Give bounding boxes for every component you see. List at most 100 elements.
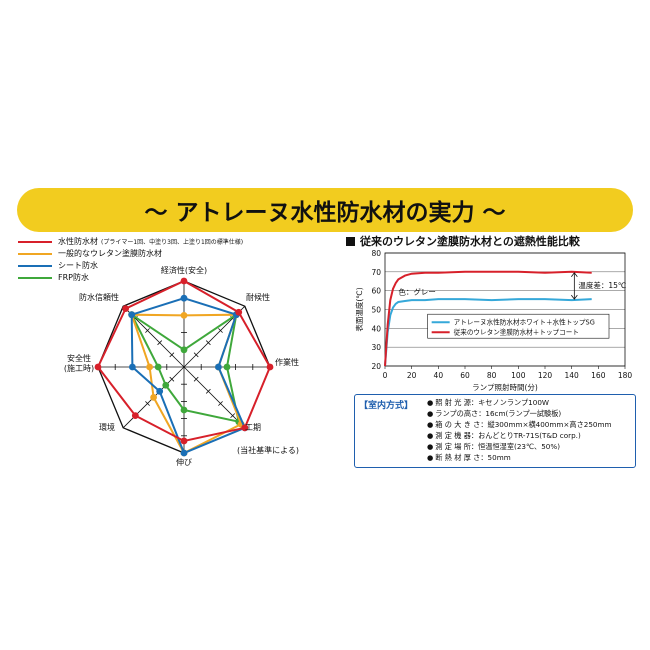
- series-line: [384, 270, 592, 367]
- radar-series-point: [180, 294, 188, 302]
- y-tick-label: 50: [371, 306, 381, 315]
- condition-row: 照 射 光 源：キセノンランプ100W: [427, 398, 612, 409]
- plot-frame: [384, 252, 626, 367]
- title-bullet-icon: [346, 237, 355, 246]
- arrow-head-icon: [571, 272, 578, 278]
- radar-legend: 水性防水材(プライマー1回、中塗り3回、上塗り1回の標準仕様) 一般的なウレタン…: [18, 236, 243, 284]
- legend-swatch: [18, 253, 52, 255]
- radar-axis-label-line: 工期: [245, 423, 261, 432]
- radar-footnote: (当社基準による): [237, 445, 299, 455]
- y-tick-label: 40: [371, 324, 381, 333]
- x-tick-label: 160: [591, 371, 606, 380]
- x-tick-label: 80: [487, 371, 497, 380]
- heat-chart-title: 従来のウレタン塗膜防水材との遮熱性能比較: [346, 233, 580, 249]
- radar-tick: [145, 328, 150, 333]
- radar-series-point: [223, 363, 231, 371]
- condition-row: ランプの高さ：16cm(ランプ一試験板): [427, 409, 612, 420]
- radar-axis-label: 防水信頼性: [79, 292, 119, 302]
- condition-row: 測 定 場 所：恒温恒湿室(23℃、50%): [427, 442, 612, 453]
- radar-axis-label-line: 耐候性: [246, 292, 270, 302]
- radar-axis-label: 耐候性: [246, 292, 270, 302]
- radar-axis-label: 経済性(安全): [161, 265, 207, 275]
- line-legend-label: 従来のウレタン塗膜防水材＋トップコート: [454, 328, 579, 337]
- x-tick-label: 0: [383, 371, 388, 380]
- conditions-box: 【室内方式】 照 射 光 源：キセノンランプ100W ランプの高さ：16cm(ラ…: [354, 394, 636, 468]
- line-legend-box: [427, 313, 610, 339]
- radar-tick: [218, 328, 223, 333]
- banner-title: ～ アトレーヌ水性防水材の実力 ～: [17, 188, 633, 232]
- radar-axis-label-line: 環境: [99, 422, 115, 432]
- radar-axis-label-line: 作業性: [275, 357, 299, 367]
- legend-item-frp: FRP防水: [18, 272, 243, 283]
- radar-series-point: [266, 363, 274, 371]
- legend-label: 水性防水材: [58, 237, 98, 246]
- radar-axis-label: 伸び: [176, 457, 192, 467]
- radar-tick: [218, 401, 223, 406]
- radar-axis-label: 安全性(施工時): [64, 353, 94, 373]
- radar-tick: [157, 340, 163, 346]
- x-tick-label: 120: [538, 371, 553, 380]
- radar-tick: [169, 352, 175, 358]
- legend-swatch: [18, 265, 52, 267]
- conditions-list: 照 射 光 源：キセノンランプ100W ランプの高さ：16cm(ランプ一試験板)…: [427, 398, 612, 464]
- radar-series-point: [128, 311, 136, 319]
- annotation-temp-diff: 温度差：15℃: [578, 280, 626, 290]
- radar-axis-label: 工期: [245, 423, 261, 432]
- annotation-color-label: 色：グレー: [398, 286, 435, 296]
- radar-series-point: [156, 387, 164, 395]
- arrow-head-icon: [571, 294, 578, 300]
- radar-series-point: [180, 449, 188, 457]
- radar-axis-label-line: 安全性: [67, 353, 91, 363]
- radar-series-point: [180, 312, 188, 319]
- x-tick-label: 140: [565, 371, 580, 380]
- radar-axis-label-line: 経済性(安全): [161, 265, 207, 275]
- y-tick-label: 30: [371, 343, 381, 352]
- series-line: [384, 298, 592, 367]
- legend-swatch: [18, 277, 52, 279]
- condition-row: 箱 の 大 き さ：縦300mm×横400mm×高さ250mm: [427, 420, 611, 431]
- condition-row: 測 定 機 器：おんどとりTR-71S(T&D corp.): [427, 431, 612, 442]
- radar-series-point: [180, 406, 188, 414]
- radar-tick: [193, 352, 199, 358]
- radar-tick: [169, 376, 175, 382]
- radar-tick: [205, 340, 211, 346]
- x-axis-label: ランプ照射時間(分): [472, 382, 538, 392]
- legend-item-water-based: 水性防水材(プライマー1回、中塗り3回、上塗り1回の標準仕様): [18, 236, 243, 247]
- radar-spoke: [183, 366, 246, 429]
- legend-item-urethane: 一般的なウレタン塗膜防水材: [18, 248, 243, 259]
- condition-row: 断 熱 材 厚 さ：50mm: [427, 453, 612, 464]
- radar-axis-label: 環境: [99, 422, 115, 432]
- x-tick-label: 20: [407, 371, 417, 380]
- radar-series-point: [241, 424, 249, 432]
- radar-axis-label: 作業性: [275, 357, 299, 367]
- radar-axis-label-line: 防水信頼性: [79, 292, 119, 302]
- y-tick-label: 80: [371, 249, 381, 258]
- y-tick-label: 70: [371, 268, 381, 277]
- radar-series-point: [235, 308, 243, 316]
- radar-series-point: [150, 394, 157, 401]
- radar-series-point: [94, 363, 102, 371]
- legend-note: (プライマー1回、中塗り3回、上塗り1回の標準仕様): [101, 239, 244, 246]
- x-tick-label: 60: [460, 371, 470, 380]
- line-legend-label: アトレーヌ水性防水材ホワイト＋水性トップSG: [454, 318, 595, 327]
- radar-series-point: [180, 346, 188, 354]
- radar-axis-label-line: 伸び: [176, 457, 192, 467]
- conditions-heading: 【室内方式】: [359, 401, 414, 411]
- radar-series-point: [154, 363, 162, 371]
- y-tick-label: 20: [371, 362, 381, 371]
- radar-tick: [145, 401, 150, 406]
- x-tick-label: 100: [511, 371, 526, 380]
- radar-series-point: [129, 363, 136, 371]
- y-axis-label: 表面温度(℃): [354, 287, 364, 331]
- legend-label: FRP防水: [58, 273, 89, 282]
- radar-tick: [193, 376, 199, 382]
- x-tick-label: 40: [434, 371, 444, 380]
- heat-chart-title-text: 従来のウレタン塗膜防水材との遮熱性能比較: [360, 235, 580, 248]
- radar-series-point: [122, 305, 130, 313]
- radar-series-point: [180, 437, 188, 445]
- radar-series-point: [146, 363, 154, 371]
- radar-series-point: [180, 277, 188, 285]
- legend-swatch: [18, 241, 52, 243]
